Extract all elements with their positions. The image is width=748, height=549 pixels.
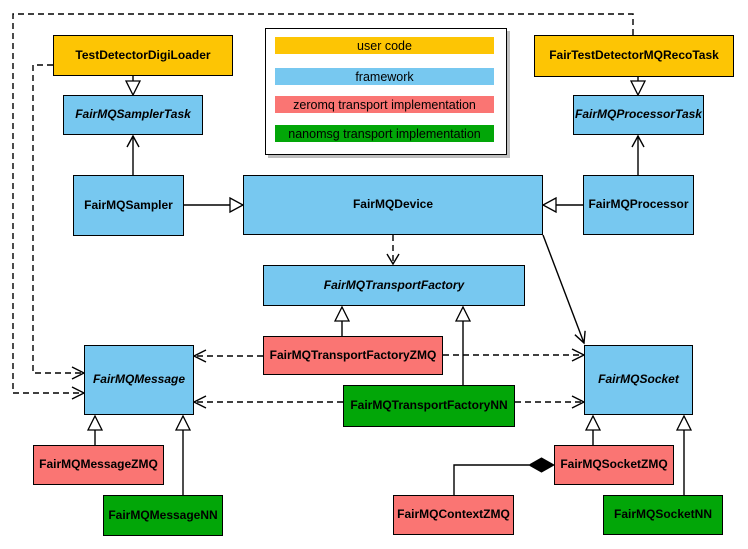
edge-association-sampler-samplertask: [126, 134, 140, 175]
node-fairmqsocketnn: FairMQSocketNN: [603, 495, 723, 535]
node-fairmqsocket: FairMQSocket: [584, 345, 693, 415]
node-fairmqprocessor: FairMQProcessor: [583, 175, 694, 235]
edge-inheritance-processor-device: [541, 196, 583, 214]
node-fairmqtransportfactory: FairMQTransportFactory: [263, 265, 525, 306]
legend-item-nanomsg: nanomsg transport implementation: [275, 125, 494, 142]
edge-dependency-device-transportfactory: [386, 235, 400, 266]
legend-item-user-code: user code: [275, 37, 494, 54]
node-fairmqmessagenn: FairMQMessageNN: [103, 495, 223, 536]
edge-dependency-tfzmq-message: [192, 349, 263, 363]
node-fairmqmessagezmq: FairMQMessageZMQ: [33, 445, 164, 485]
node-fairmqdevice: FairMQDevice: [243, 175, 543, 235]
legend-item-zeromq: zeromq transport implementation: [275, 96, 494, 113]
edge-association-device-socket: [542, 234, 586, 345]
edge-dependency-tfzmq-socket: [443, 348, 586, 362]
edge-association-processor-processortask: [631, 134, 645, 175]
edge-inheritance-messagezmq-message: [86, 414, 104, 445]
node-fairmqtransportfactoryzmq: FairMQTransportFactoryZMQ: [263, 336, 443, 375]
edge-inheritance-tfnn-transportfactory: [454, 305, 472, 385]
node-testdetectordigiloader: TestDetectorDigiLoader: [53, 35, 233, 76]
edge-inheritance-tfzmq-transportfactory: [333, 305, 351, 336]
node-fairmqprocessortask: FairMQProcessorTask: [573, 95, 704, 135]
edge-inheritance-sampler-device: [184, 196, 245, 214]
edge-dependency-tfnn-socket: [515, 395, 586, 409]
node-fairmqcontextzmq: FairMQContextZMQ: [393, 495, 514, 535]
edge-inheritance-socketnn-socket: [675, 414, 693, 495]
legend-item-framework: framework: [275, 68, 494, 85]
edge-composition-contextzmq-socketzmq: [453, 457, 556, 495]
legend-box: user code framework zeromq transport imp…: [265, 28, 507, 155]
edge-inheritance-digiloader-samplertask: [124, 76, 142, 97]
edge-inheritance-messagenn-message: [174, 414, 192, 495]
node-fairmqtransportfactorynn: FairMQTransportFactoryNN: [343, 385, 515, 427]
node-fairmqsocketzmq: FairMQSocketZMQ: [554, 445, 674, 485]
node-fairtestdetectormqrecotask: FairTestDetectorMQRecoTask: [534, 35, 734, 77]
node-fairmqmessage: FairMQMessage: [84, 345, 194, 415]
edge-inheritance-recotask-processortask: [629, 77, 647, 97]
node-fairmqsampler: FairMQSampler: [73, 175, 184, 236]
node-fairmqsamplertask: FairMQSamplerTask: [63, 95, 203, 135]
edge-inheritance-socketzmq-socket: [584, 414, 602, 445]
edge-dependency-tfnn-message: [192, 395, 343, 409]
